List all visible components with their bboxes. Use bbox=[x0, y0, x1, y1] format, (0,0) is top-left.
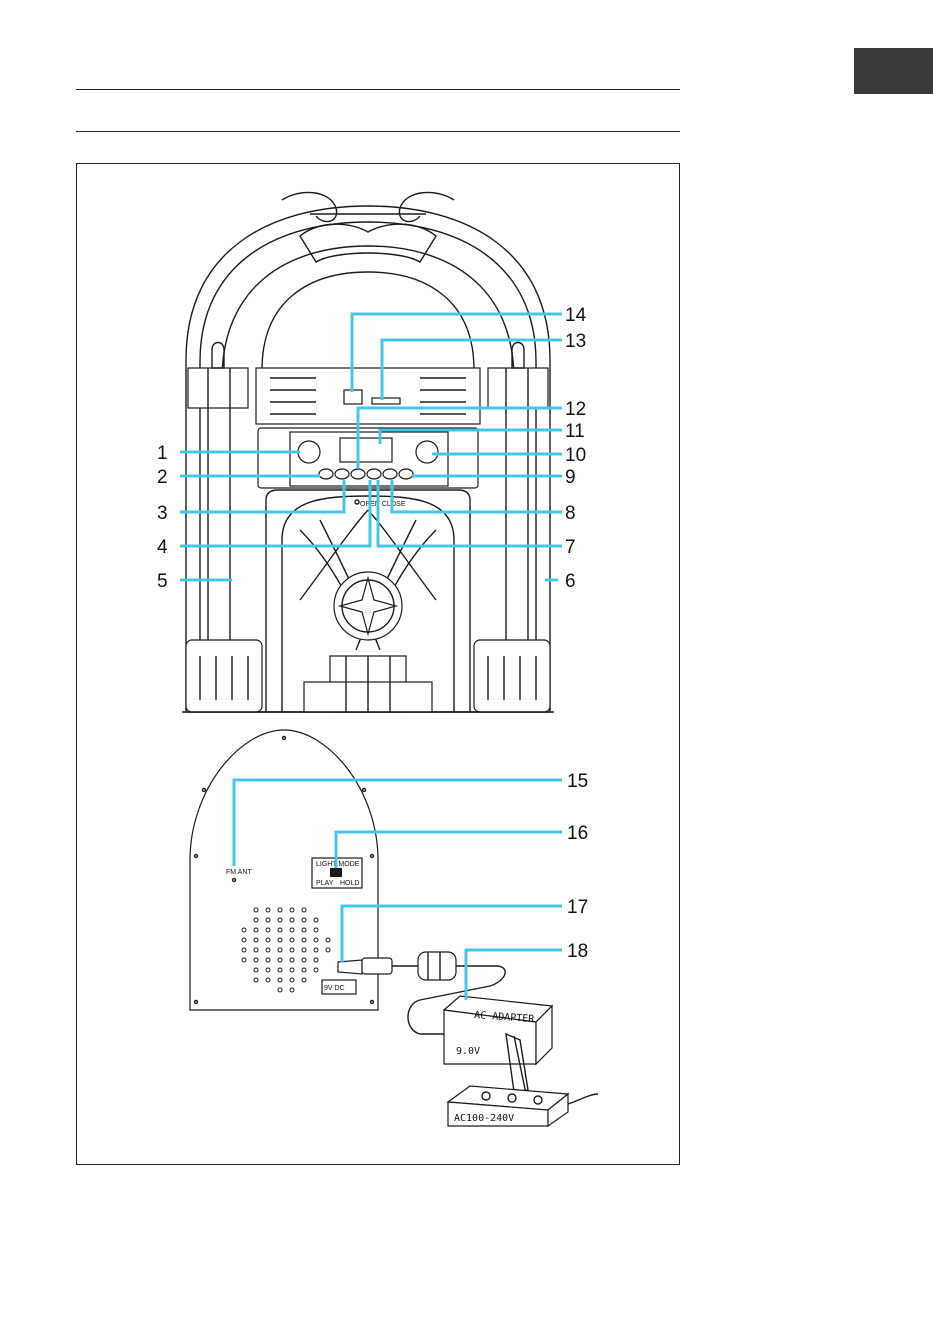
callout-15: 15 bbox=[567, 771, 588, 792]
ac-adapter: AC ADAPTER 9.0V AC100-240V bbox=[444, 996, 598, 1126]
jukebox-back-view: FM ANT LIGHT MODE PLAY HOLD 9V DC bbox=[190, 730, 505, 1034]
callout-13: 13 bbox=[565, 331, 586, 352]
callout-11: 11 bbox=[565, 421, 585, 442]
hold-label: HOLD bbox=[340, 880, 359, 887]
callout-6: 6 bbox=[565, 571, 576, 592]
callout-1: 1 bbox=[157, 443, 168, 464]
light-mode-switch[interactable] bbox=[330, 868, 342, 877]
callout-5: 5 bbox=[157, 571, 168, 592]
play-label: PLAY bbox=[316, 880, 334, 887]
callout-3: 3 bbox=[157, 503, 168, 524]
light-mode-label: LIGHT MODE bbox=[316, 861, 360, 868]
callout-17: 17 bbox=[567, 897, 588, 918]
callout-12: 12 bbox=[565, 399, 586, 420]
mains-label: AC100-240V bbox=[454, 1113, 514, 1124]
adapter-voltage: 9.0V bbox=[456, 1046, 480, 1057]
callout-18: 18 bbox=[567, 941, 588, 962]
callout-4: 4 bbox=[157, 537, 168, 558]
callout-line-18 bbox=[466, 950, 562, 1000]
callout-16: 16 bbox=[567, 823, 588, 844]
callout-10: 10 bbox=[565, 445, 586, 466]
fm-ant-label: FM ANT bbox=[226, 869, 252, 876]
dc-in-label: 9V DC bbox=[324, 985, 345, 992]
callout-2: 2 bbox=[157, 467, 168, 488]
callout-7: 7 bbox=[565, 537, 576, 558]
callout-8: 8 bbox=[565, 503, 576, 524]
open-close-label: OPEN CLOSE bbox=[360, 501, 406, 508]
callout-14: 14 bbox=[565, 305, 587, 326]
callout-9: 9 bbox=[565, 467, 576, 488]
